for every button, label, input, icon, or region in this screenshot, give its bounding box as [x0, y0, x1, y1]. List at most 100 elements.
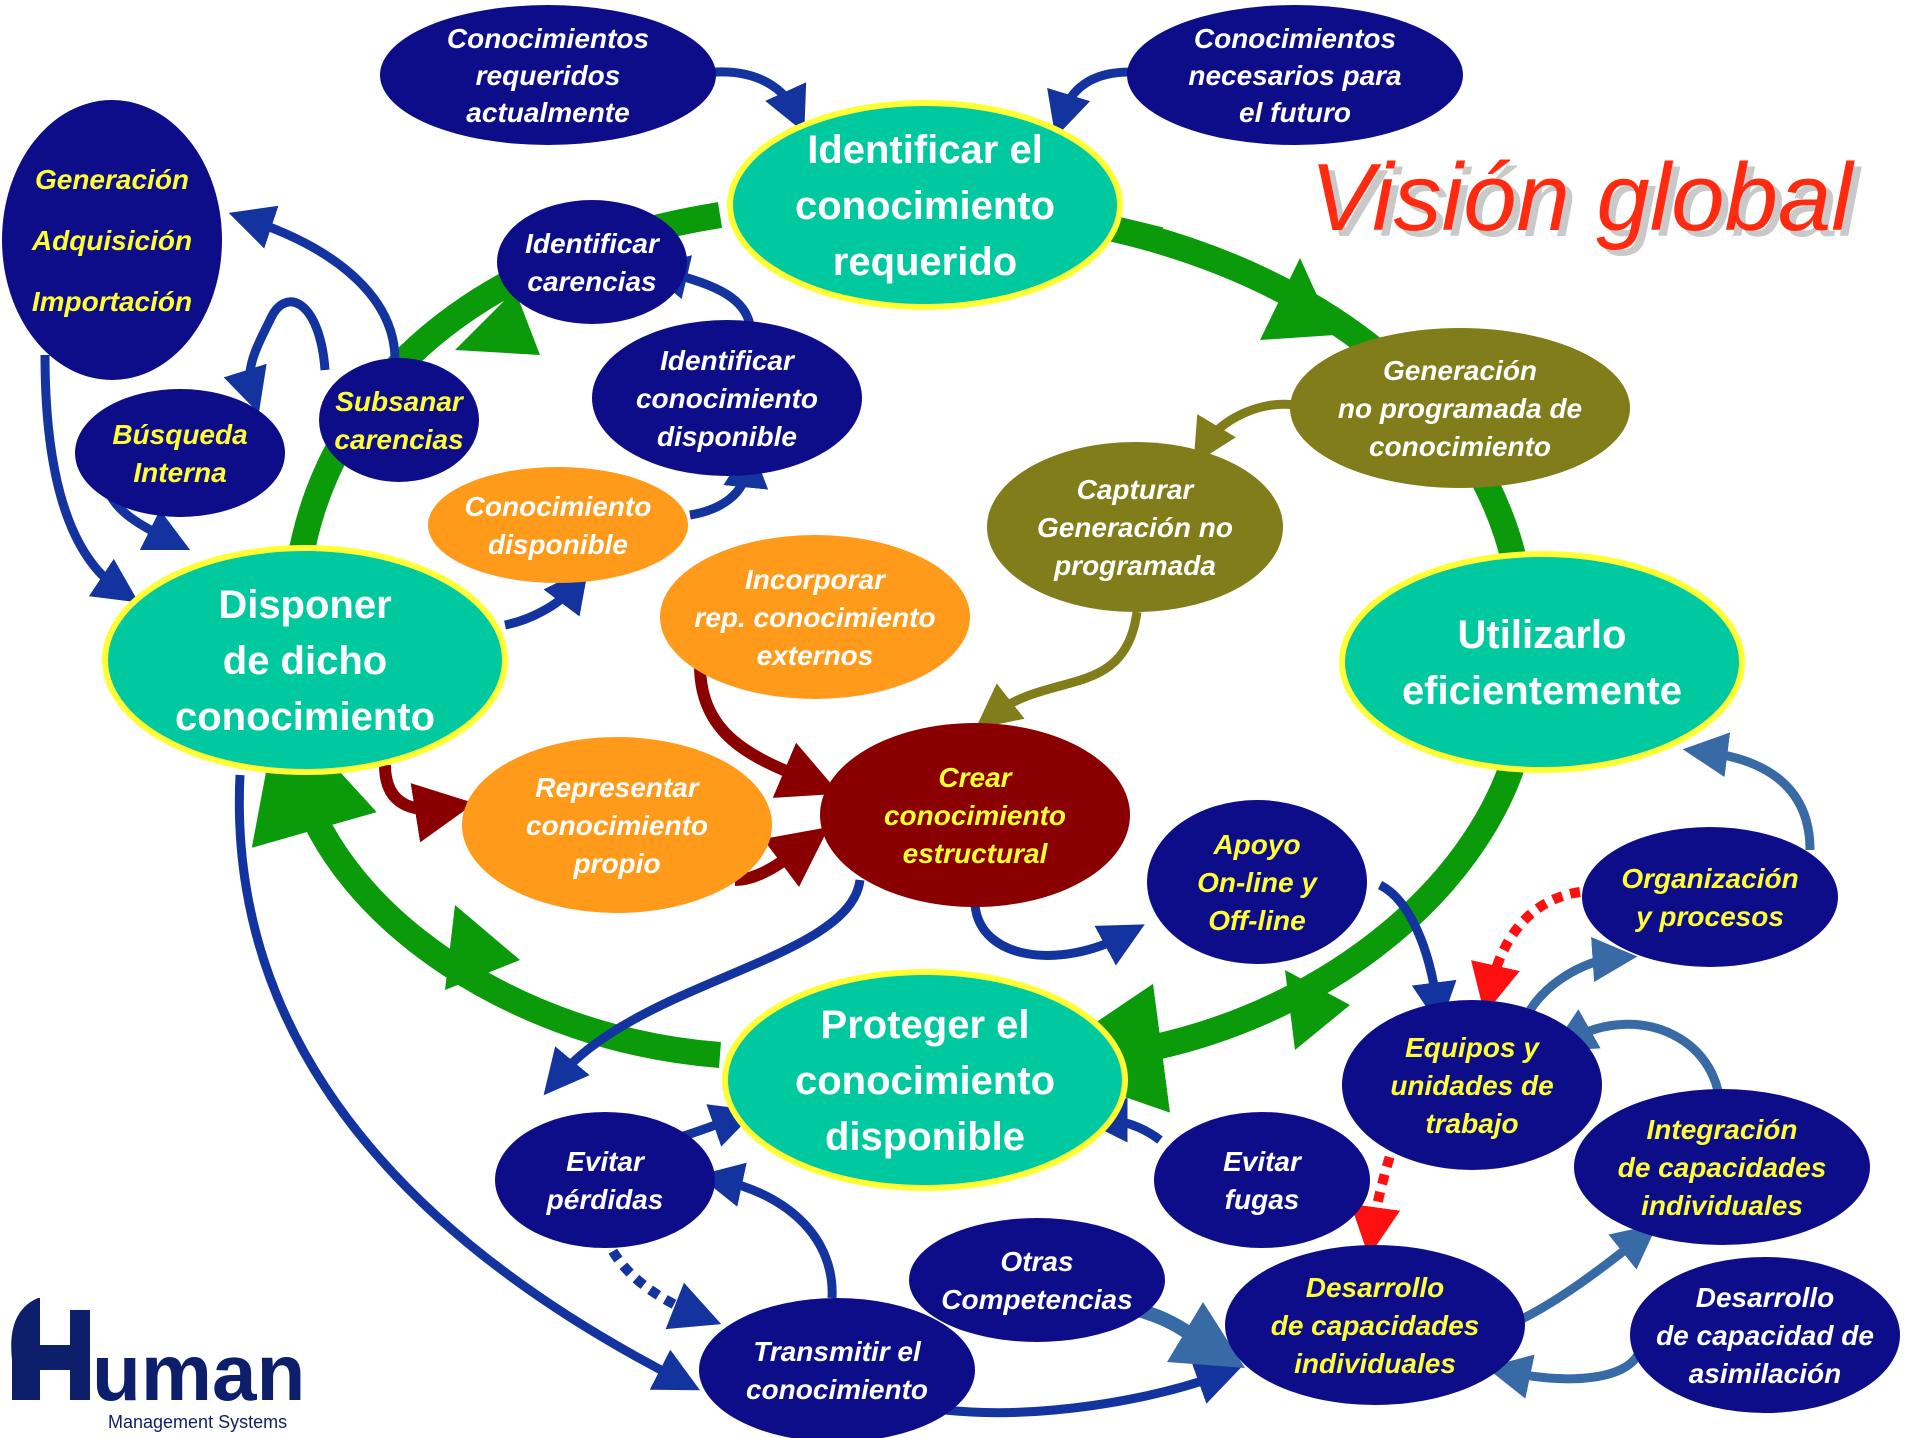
node-label-line: de dicho: [223, 639, 387, 683]
node-shape: [1225, 1245, 1525, 1405]
node-label-line: Disponer: [218, 583, 391, 627]
node-shape: [75, 389, 285, 517]
node-label-line: Identificar: [660, 345, 796, 376]
node-label-line: el futuro: [1239, 97, 1351, 128]
logo-subtitle: Management Systems: [108, 1412, 287, 1432]
node-label-line: eficientemente: [1402, 669, 1682, 713]
node-label-line: Evitar: [1223, 1146, 1303, 1177]
node-label-line: Desarrollo: [1306, 1272, 1445, 1303]
node-shape: [1339, 551, 1745, 773]
node-equipos: Equipos y unidades de trabajo: [1342, 1000, 1602, 1170]
node-label-line: requeridos: [476, 60, 621, 91]
logo-wordmark: uman: [92, 1328, 305, 1417]
node-label-line: individuales: [1294, 1348, 1456, 1379]
node-shape: [1290, 328, 1630, 488]
title-text: Visión global: [1310, 144, 1855, 251]
node-label-line: conocimiento: [175, 695, 435, 739]
node-label-line: Conocimientos: [1194, 23, 1396, 54]
ring-arrowhead-top-right: [1260, 258, 1335, 340]
node-organizacion: Organización y procesos: [1582, 827, 1838, 967]
node-label-line: Equipos y: [1405, 1032, 1540, 1063]
node-label-line: actualmente: [466, 97, 629, 128]
ring-arrowhead-bottom-left: [445, 905, 520, 990]
node-label-line: requerido: [833, 240, 1017, 284]
node-label-line: necesarios para: [1188, 60, 1401, 91]
node-shape: [699, 1298, 975, 1438]
node-label-line: de capacidad de: [1656, 1320, 1874, 1351]
node-label-line: Adquisición: [31, 225, 192, 256]
node-label-line: Organización: [1621, 863, 1798, 894]
node-shape: [1342, 1000, 1602, 1170]
node-label-line: Proteger el: [821, 1003, 1030, 1047]
dotted-arrows: [600, 887, 1581, 1330]
node-label-line: conocimiento: [795, 184, 1055, 228]
node-shape: [1630, 1257, 1900, 1413]
node-label-line: Representar: [535, 772, 701, 803]
node-shape: [495, 1112, 715, 1248]
node-label-line: trabajo: [1425, 1108, 1518, 1139]
node-shape: [722, 969, 1128, 1191]
node-label-line: Incorporar: [745, 564, 887, 595]
node-label-line: conocimiento: [746, 1374, 928, 1405]
node-conocimientos-requeridos: Conocimientos requeridos actualmente: [380, 5, 716, 145]
node-disponer: Disponer de dicho conocimiento: [102, 545, 508, 775]
node-label-line: Importación: [32, 286, 192, 317]
node-label-line: Subsanar: [335, 386, 465, 417]
node-label-line: asimilación: [1689, 1358, 1842, 1389]
node-label-line: Interna: [133, 457, 226, 488]
node-label-line: conocimiento: [884, 800, 1066, 831]
node-label-line: fugas: [1225, 1184, 1300, 1215]
node-label-line: unidades de: [1390, 1070, 1553, 1101]
node-label-line: de capacidades: [1618, 1152, 1827, 1183]
node-label-line: Off-line: [1208, 905, 1305, 936]
node-shape: [1154, 1112, 1370, 1248]
ring-arrowhead-top-left: [455, 290, 540, 355]
node-label-line: Transmitir el: [753, 1336, 922, 1367]
node-shape: [820, 723, 1130, 907]
node-shape: [1127, 5, 1463, 145]
node-label-line: propio: [572, 848, 660, 879]
node-label-line: rep. conocimiento: [694, 602, 935, 633]
node-label-line: Identificar el: [807, 128, 1043, 172]
node-label-line: disponible: [825, 1115, 1025, 1159]
node-shape: [428, 467, 688, 583]
node-label-line: Identificar: [525, 228, 661, 259]
node-label-line: Generación no: [1037, 512, 1233, 543]
node-shape: [592, 320, 862, 476]
node-label-line: disponible: [488, 529, 628, 560]
node-label-line: conocimiento: [636, 383, 818, 414]
human-logo: uman Management Systems: [11, 1298, 305, 1432]
node-label-line: no programada de: [1338, 393, 1582, 424]
node-shape: [1582, 827, 1838, 967]
node-label-line: conocimiento: [1369, 431, 1551, 462]
node-label-line: Competencias: [941, 1284, 1132, 1315]
node-shape: [1574, 1089, 1870, 1245]
node-label-line: estructural: [903, 838, 1049, 869]
node-shape: [987, 442, 1283, 612]
node-shape: [1147, 800, 1367, 964]
node-label-line: programada: [1053, 550, 1216, 581]
node-evitar-fugas: Evitar fugas: [1154, 1112, 1370, 1248]
title: Visión global Visión global: [1310, 144, 1862, 257]
node-label-line: Evitar: [566, 1146, 646, 1177]
node-label-line: y procesos: [1634, 901, 1784, 932]
node-label-line: Conocimientos: [447, 23, 649, 54]
node-identificar-requerido: Identificar el conocimiento requerido: [727, 100, 1123, 310]
